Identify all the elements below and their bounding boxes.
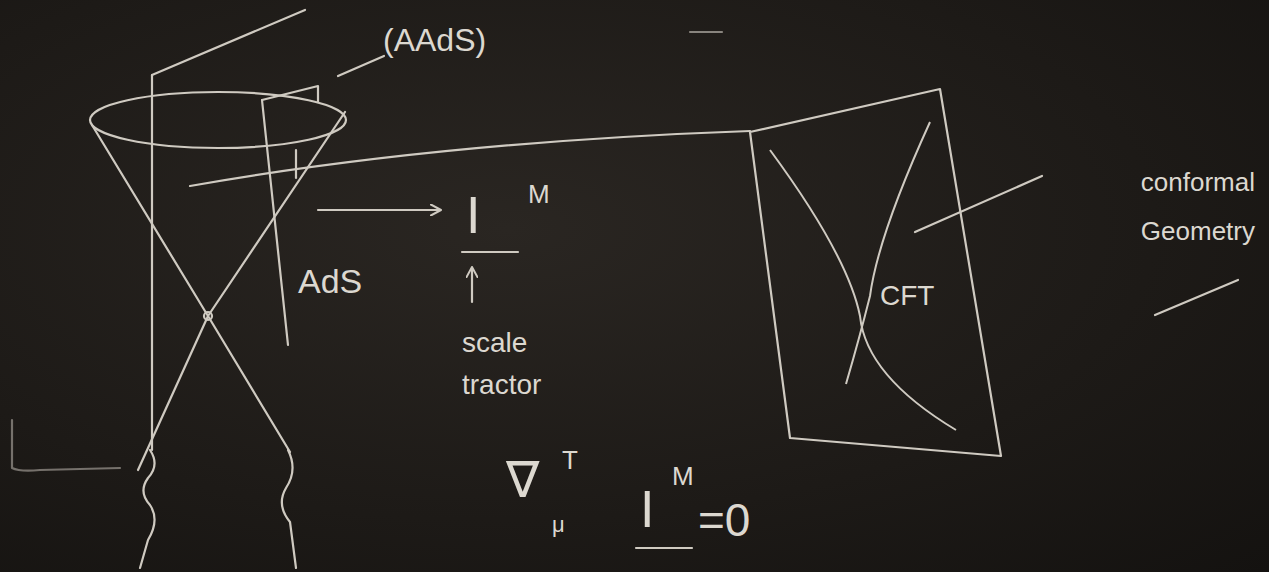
superscript: M — [672, 462, 694, 492]
wavy-end — [282, 450, 296, 568]
symbol: I — [466, 186, 480, 246]
boundary-rectangle: CFT — [748, 86, 1004, 460]
wavy-end — [140, 450, 155, 568]
vertex-dot — [204, 312, 212, 320]
cylinder-edge — [151, 75, 153, 450]
superscript: T — [562, 446, 578, 476]
equation-part: =0 — [698, 494, 750, 547]
chalk-mark — [295, 150, 297, 178]
symbol: I — [640, 480, 654, 540]
arrow — [318, 209, 440, 211]
cylinder-top — [152, 10, 305, 75]
boundary-outline — [748, 86, 1004, 460]
annotation: conformal Geometry — [1050, 158, 1255, 257]
chalk-mark — [690, 31, 722, 33]
underline — [636, 547, 692, 549]
cylinder-edge — [262, 100, 288, 345]
node-label: CFT — [880, 280, 934, 312]
subscript: μ — [552, 512, 565, 537]
leader-line — [338, 56, 384, 76]
boundary-curve — [190, 131, 750, 186]
annotation: scale tractor — [462, 322, 612, 406]
arrow — [471, 268, 473, 302]
region-label: AdS — [298, 262, 362, 301]
chalk-mark — [12, 420, 120, 471]
cone-rim — [90, 92, 346, 148]
leader-line — [915, 176, 1042, 232]
underline — [462, 251, 518, 253]
cylinder-top — [262, 86, 318, 102]
region-label: (AAdS) — [383, 22, 486, 59]
superscript: M — [528, 180, 550, 210]
symbol: ∇ — [506, 452, 539, 510]
leader-line — [1155, 280, 1238, 315]
